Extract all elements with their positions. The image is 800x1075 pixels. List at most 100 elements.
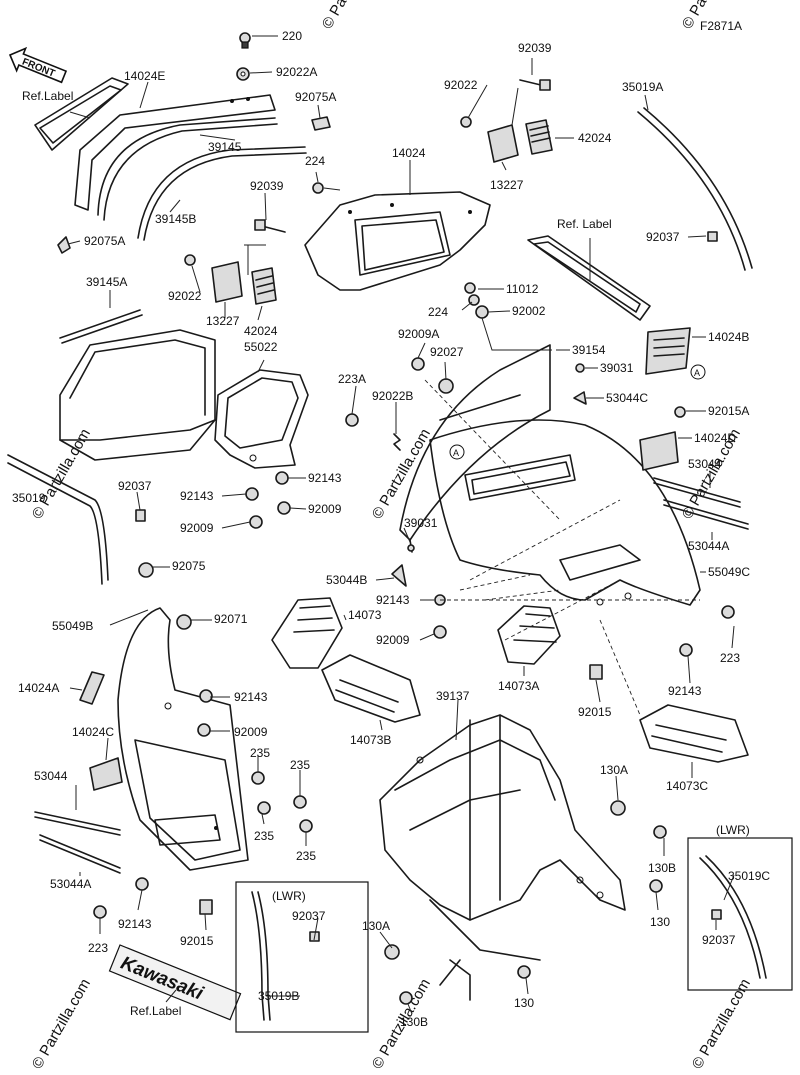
label-lwr-left: (LWR): [272, 889, 306, 903]
label-11012: 11012: [506, 282, 539, 296]
label-92022B: 92022B: [372, 389, 413, 403]
bolt-92039-top: [519, 79, 551, 91]
label-92039-mid: 92039: [250, 179, 284, 193]
label-92037-top: 92037: [646, 230, 680, 244]
front-arrow: FRONT: [8, 46, 68, 84]
label-35019-left: 35019: [12, 491, 46, 505]
bolt-220: [239, 32, 251, 49]
label-14073B: 14073B: [350, 733, 391, 747]
label-223-right: 223: [720, 651, 740, 665]
label-235-c: 235: [254, 829, 274, 843]
label-92143-a: 92143: [308, 471, 342, 485]
trim-53044-right: [653, 477, 741, 508]
label-130A-bot: 130A: [362, 919, 390, 933]
ref-label-plate-shape: [34, 77, 129, 151]
label-14073: 14073: [348, 608, 382, 622]
duct-14073B: [321, 654, 421, 723]
label-55022: 55022: [244, 340, 278, 354]
label-92143-b: 92143: [180, 489, 214, 503]
grommet-92027: [438, 378, 454, 394]
label-ref-label-1: Ref.Label: [22, 89, 73, 103]
nut-92143-a: [275, 471, 289, 485]
label-35019B: 35019B: [258, 989, 299, 1003]
label-92075A-top: 92075A: [295, 90, 336, 104]
label-92075A-bot: 92075A: [84, 234, 125, 248]
label-130-bot: 130: [514, 996, 534, 1010]
vent-14024C: [89, 757, 123, 791]
screw-223-left: [93, 905, 107, 919]
leader-lines: [67, 35, 735, 1015]
bulb-42024-top: [525, 119, 553, 155]
trim-35019-left: [7, 454, 109, 585]
svg-text:A: A: [453, 448, 459, 458]
frame-39137: [379, 714, 626, 961]
trim-53044-left: [34, 811, 121, 836]
label-92143-e: 92143: [234, 690, 268, 704]
label-92071: 92071: [214, 612, 248, 626]
label-14024C: 14024C: [72, 725, 114, 739]
label-92143-f: 92143: [118, 917, 152, 931]
clip-53044B: [391, 564, 407, 587]
label-130A-top: 130A: [600, 763, 628, 777]
watermark-4: © Partzilla.com: [29, 976, 94, 1072]
label-35019C: 35019C: [728, 869, 770, 883]
label-92015-bot: 92015: [180, 934, 214, 948]
bolt-92039-mid: [254, 219, 286, 233]
label-92022-top: 92022: [444, 78, 478, 92]
label-92143-c: 92143: [376, 593, 410, 607]
label-92022-mid: 92022: [168, 289, 202, 303]
label-92037-lwr2: 92037: [702, 933, 736, 947]
label-53044B: 53044B: [326, 573, 367, 587]
label-14024A: 14024A: [18, 681, 59, 695]
trim-14024E: [74, 94, 276, 211]
label-53044-top: 53044: [688, 457, 722, 471]
label-ref-label-2: Ref. Label: [557, 217, 612, 231]
washer-92009A: [411, 357, 425, 371]
trim-39145B: [137, 146, 307, 241]
label-92009-d: 92009: [234, 725, 268, 739]
label-14073C: 14073C: [666, 779, 708, 793]
label-92037-lwr: 92037: [292, 909, 326, 923]
washer-92022A: [236, 67, 250, 81]
circle-marker-A-right: A: [690, 364, 706, 380]
label-92009-b: 92009: [180, 521, 214, 535]
label-235-d: 235: [296, 849, 316, 863]
label-55049B: 55049B: [52, 619, 93, 633]
meter-visor-box: [59, 329, 216, 461]
nut-92015A: [674, 406, 686, 418]
cover-14024B: [645, 327, 691, 375]
bracket-lower: [439, 959, 471, 1001]
nut-92143-f: [135, 877, 149, 891]
label-13227-top: 13227: [490, 178, 524, 192]
trim-39145: [97, 117, 278, 221]
label-53044A-left: 53044A: [50, 877, 91, 891]
upper-cowl-55049C: [429, 419, 701, 606]
meter-housing-14024: [304, 191, 491, 291]
label-39137: 39137: [436, 689, 470, 703]
clip-92037-top: [707, 231, 718, 242]
label-42024-mid: 42024: [244, 324, 278, 338]
label-53044C: 53044C: [606, 391, 648, 405]
clip-53044C: [573, 391, 587, 405]
label-39154: 39154: [572, 343, 606, 357]
bolt-92009-a: [277, 501, 291, 515]
label-55049C: 55049C: [708, 565, 750, 579]
screw-223A: [345, 413, 359, 427]
trim-53044A-left: [39, 834, 121, 874]
label-92009-c: 92009: [376, 633, 410, 647]
grommet-92071: [176, 614, 192, 630]
label-14024: 14024: [392, 146, 426, 160]
socket-13227-mid: [211, 261, 243, 303]
label-lwr-right: (LWR): [716, 823, 750, 837]
watermark-2: © Partzilla.com: [369, 426, 434, 522]
clip-92037-left: [135, 509, 146, 522]
label-92002: 92002: [512, 304, 546, 318]
spring-92022B: [393, 433, 401, 451]
label-14024E: 14024E: [124, 69, 165, 83]
label-42024-top: 42024: [578, 131, 612, 145]
clip-39031-top: [575, 363, 585, 373]
label-92009A: 92009A: [398, 327, 439, 341]
part-labels: 220 92022A 14024E Ref.Label 92075A 39145…: [12, 29, 770, 1029]
label-39031-mid: 39031: [404, 516, 438, 530]
lower-cowl-55049B: [117, 607, 249, 871]
